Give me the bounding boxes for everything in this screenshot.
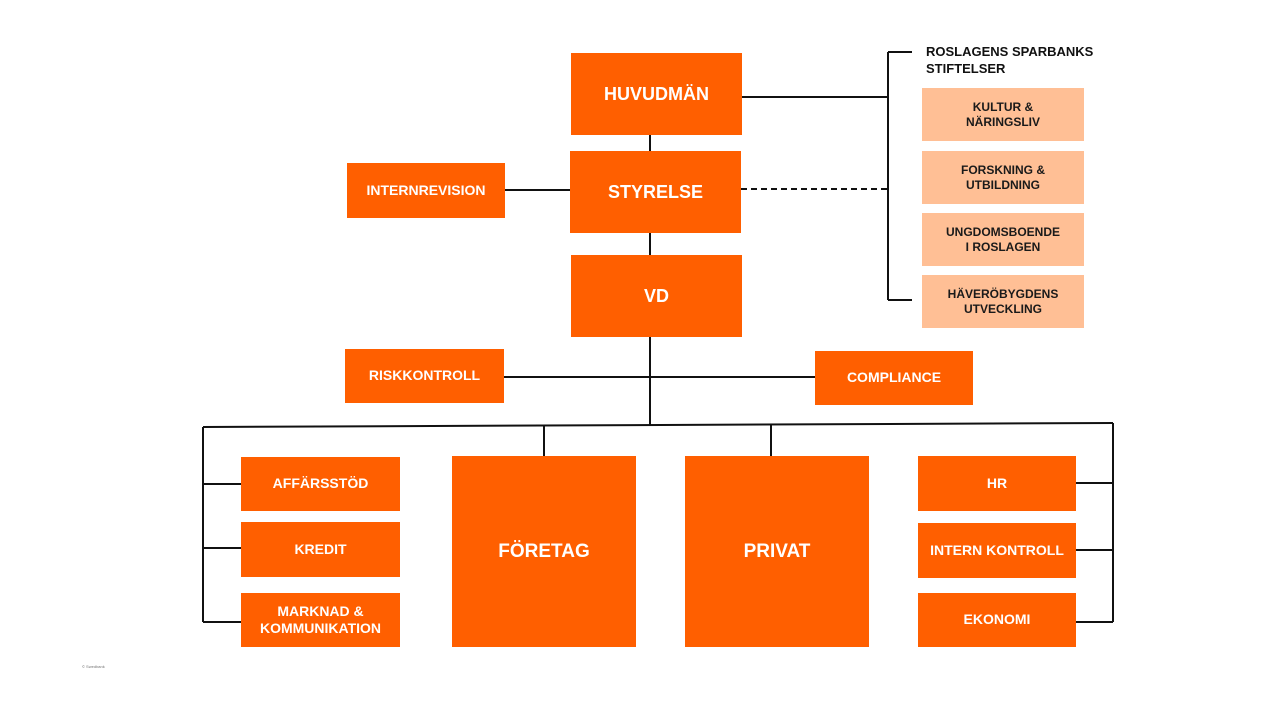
node-affarsstod: AFFÄRSSTÖD bbox=[241, 457, 400, 511]
node-internrevision: INTERNREVISION bbox=[347, 163, 505, 218]
node-hr: HR bbox=[918, 456, 1076, 511]
connector-main-bus bbox=[202, 422, 1114, 428]
node-ekonomi: EKONOMI bbox=[918, 593, 1076, 647]
foundation-haverobygden: HÄVERÖBYGDENS UTVECKLING bbox=[922, 275, 1084, 328]
copyright-text: © Swedbank bbox=[82, 664, 105, 669]
node-vd: VD bbox=[571, 255, 742, 337]
node-foretag: FÖRETAG bbox=[452, 456, 636, 647]
node-kredit: KREDIT bbox=[241, 522, 400, 577]
node-huvudman: HUVUDMÄN bbox=[571, 53, 742, 135]
node-intern-kontroll: INTERN KONTROLL bbox=[918, 523, 1076, 578]
foundations-heading: ROSLAGENS SPARBANKS STIFTELSER bbox=[926, 44, 1094, 76]
foundation-kultur: KULTUR & NÄRINGSLIV bbox=[922, 88, 1084, 141]
node-compliance: COMPLIANCE bbox=[815, 351, 973, 405]
node-riskkontroll: RISKKONTROLL bbox=[345, 349, 504, 403]
node-marknad: MARKNAD & KOMMUNIKATION bbox=[241, 593, 400, 647]
foundation-forskning: FORSKNING & UTBILDNING bbox=[922, 151, 1084, 204]
node-privat: PRIVAT bbox=[685, 456, 869, 647]
foundation-ungdomsboende: UNGDOMSBOENDE I ROSLAGEN bbox=[922, 213, 1084, 266]
node-styrelse: STYRELSE bbox=[570, 151, 741, 233]
